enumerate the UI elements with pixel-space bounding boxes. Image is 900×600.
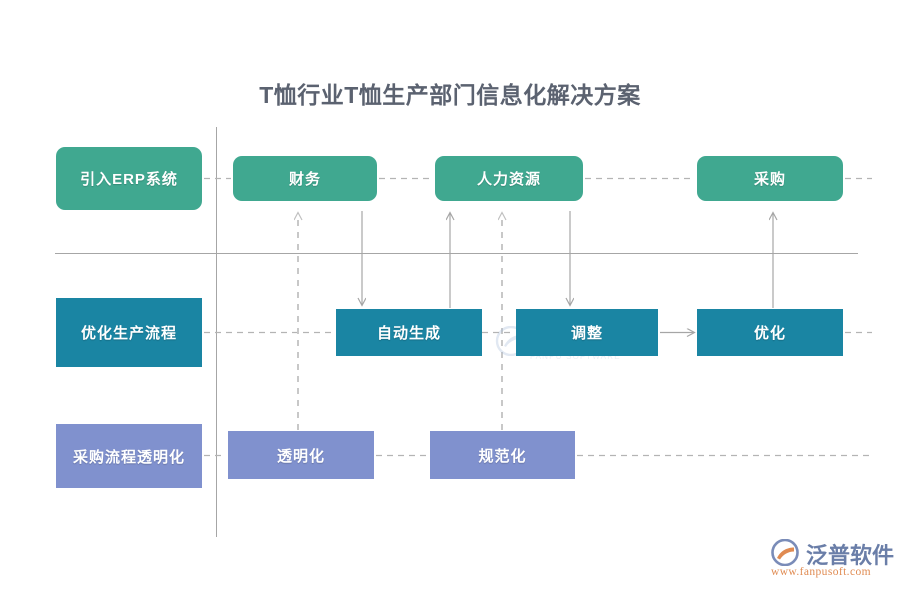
node-standardization-label: 规范化 [478,447,527,465]
brand-name: 泛普软件 [806,543,895,568]
lane-label-optimize-production-text: 优化生产流程 [80,325,177,342]
node-optimize[interactable]: 优化 [697,309,843,356]
page-title: T恤行业T恤生产部门信息化解决方案 [259,82,641,108]
node-transparency-label: 透明化 [276,447,325,465]
lane-label-purchase-transparency[interactable]: 采购流程透明化 [56,424,202,488]
lane-label-introduce-erp[interactable]: 引入ERP系统 [56,147,202,210]
node-transparency[interactable]: 透明化 [228,431,374,479]
brand-url: www.fanpusoft.com [771,566,871,578]
lane-label-optimize-production[interactable]: 优化生产流程 [56,298,202,367]
node-standardization[interactable]: 规范化 [430,431,575,479]
brand-logo: 泛普软件 www.fanpusoft.com [768,538,896,588]
node-procurement[interactable]: 采购 [697,156,843,201]
node-auto-generate[interactable]: 自动生成 [336,309,482,356]
lane-label-introduce-erp-text: 引入ERP系统 [80,171,178,188]
node-human-resources[interactable]: 人力资源 [435,156,583,201]
lane-label-purchase-transparency-text: 采购流程透明化 [72,448,185,466]
node-finance-label: 财务 [288,171,321,188]
node-auto-generate-label: 自动生成 [376,325,441,342]
node-adjust[interactable]: 调整 [516,309,658,356]
node-finance[interactable]: 财务 [233,156,377,201]
node-adjust-label: 调整 [570,325,603,342]
node-procurement-label: 采购 [753,171,786,188]
node-human-resources-label: 人力资源 [476,171,541,188]
node-optimize-label: 优化 [753,325,786,342]
fanpu-logo-icon [771,539,799,566]
